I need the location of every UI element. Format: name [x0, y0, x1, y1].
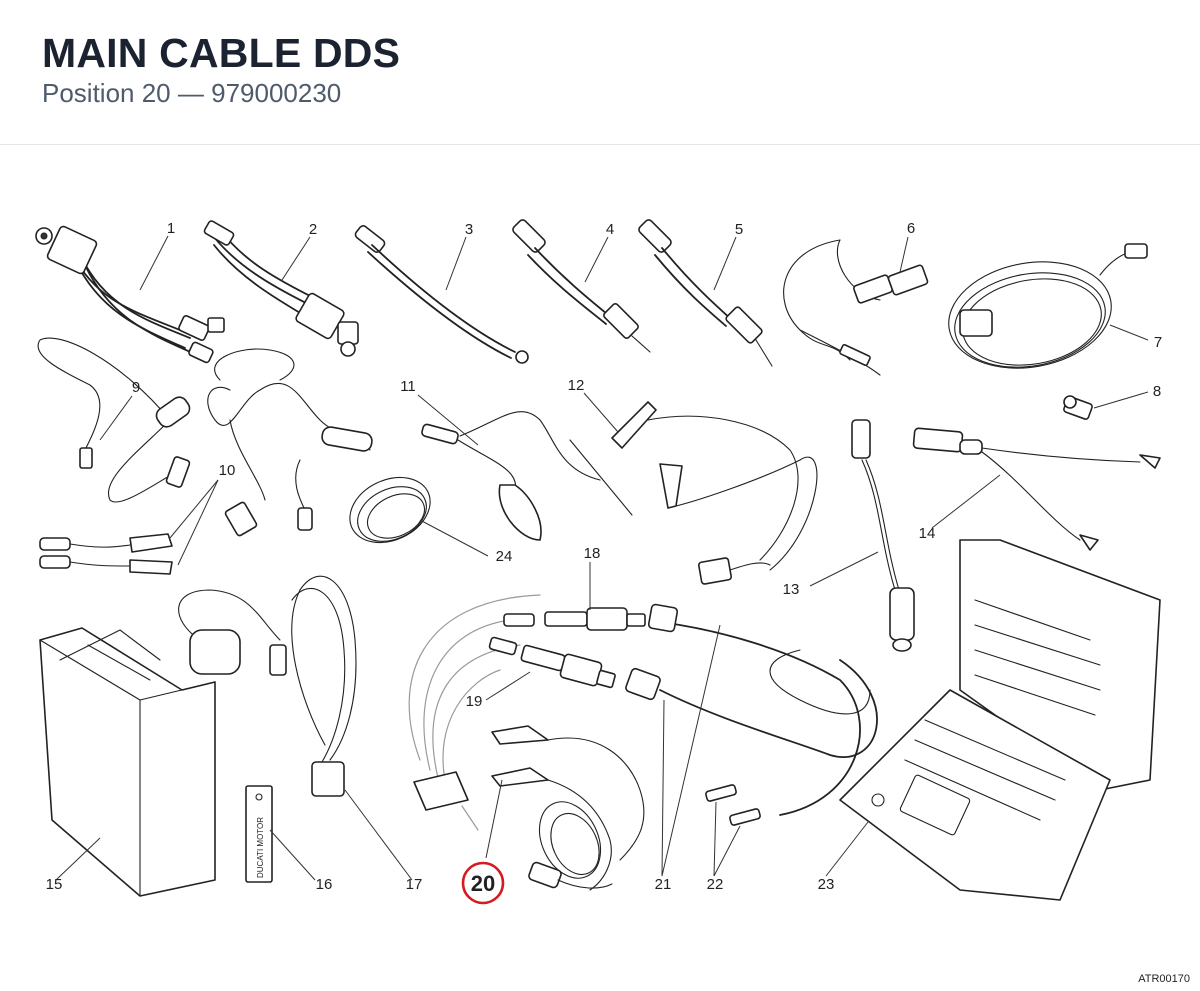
highlighted-callout-20[interactable]: 20 — [461, 861, 505, 905]
callout-6[interactable]: 6 — [907, 220, 915, 237]
callout-19[interactable]: 19 — [466, 693, 483, 710]
reference-code: ATR00170 — [1138, 973, 1190, 985]
callout-2[interactable]: 2 — [309, 221, 317, 238]
highlight-ring — [461, 861, 505, 905]
part-13-cable-illustration[interactable] — [851, 419, 915, 652]
callout-8[interactable]: 8 — [1153, 383, 1161, 400]
callout-18[interactable]: 18 — [584, 545, 601, 562]
page-header: MAIN CABLE DDS Position 20 — 979000230 — [0, 0, 1200, 145]
callout-1[interactable]: 1 — [167, 220, 175, 237]
part-2-cable-illustration[interactable] — [203, 220, 359, 357]
part-14-cable-illustration[interactable] — [912, 427, 1161, 551]
part-12-clip-cable-illustration[interactable] — [611, 401, 818, 585]
subtitle-separator: — — [170, 78, 212, 108]
callout-17[interactable]: 17 — [406, 876, 423, 893]
part-20-main-cable-illustration[interactable] — [491, 725, 645, 891]
callout-24[interactable]: 24 — [496, 548, 513, 565]
callout-5[interactable]: 5 — [735, 221, 743, 238]
part-15-case-illustration[interactable] — [39, 627, 216, 897]
part-6-cable-illustration[interactable] — [783, 239, 929, 376]
part-24-cable-illustration[interactable] — [207, 348, 441, 555]
part-number: 979000230 — [211, 78, 342, 108]
part-9-cable-illustration[interactable] — [37, 337, 193, 503]
ducati-tag-text: DUCATI MOTOR — [256, 817, 265, 878]
part-18-adapter-illustration[interactable] — [503, 607, 646, 631]
part-1-cable-illustration[interactable] — [35, 225, 225, 364]
callout-4[interactable]: 4 — [606, 221, 614, 238]
callout-14[interactable]: 14 — [919, 525, 936, 542]
page-title: MAIN CABLE DDS — [42, 30, 401, 76]
part-19-adapter-illustration[interactable] — [488, 636, 616, 689]
callout-13[interactable]: 13 — [783, 581, 800, 598]
callout-23[interactable]: 23 — [818, 876, 835, 893]
part-23-open-case-illustration[interactable] — [839, 539, 1161, 901]
callout-16[interactable]: 16 — [316, 876, 333, 893]
page-subtitle: Position 20 — 979000230 — [42, 78, 341, 109]
callout-11[interactable]: 11 — [400, 378, 416, 395]
part-11-probe-illustration[interactable] — [421, 411, 633, 541]
callout-3[interactable]: 3 — [465, 221, 473, 238]
part-10-cable-illustration[interactable] — [39, 533, 173, 575]
part-17-cable-illustration[interactable] — [178, 575, 357, 797]
callout-9[interactable]: 9 — [132, 379, 140, 396]
callout-10[interactable]: 10 — [219, 462, 236, 479]
part-5-adapter-illustration[interactable] — [637, 218, 773, 367]
position-label: Position 20 — [42, 78, 171, 108]
part-21-cable-illustration[interactable] — [625, 603, 878, 816]
callout-15[interactable]: 15 — [46, 876, 63, 893]
part-7-cable-illustration[interactable] — [940, 243, 1148, 380]
part-8-adapter-illustration[interactable] — [1063, 395, 1093, 420]
part-grey-cables-illustration[interactable] — [408, 594, 541, 831]
part-4-adapter-illustration[interactable] — [511, 218, 651, 353]
part-22-pin-illustration[interactable] — [705, 784, 761, 826]
callout-20[interactable]: 20 — [471, 871, 495, 896]
leader-lines — [55, 235, 1149, 881]
part-16-tag-illustration[interactable]: DUCATI MOTOR — [245, 785, 273, 883]
part-3-adapter-illustration[interactable] — [354, 224, 529, 364]
callout-labels: 1 2 3 4 5 6 7 8 9 10 11 12 13 14 15 16 1… — [46, 220, 1163, 893]
callout-12[interactable]: 12 — [568, 377, 585, 394]
callout-22[interactable]: 22 — [707, 876, 724, 893]
callout-21[interactable]: 21 — [655, 876, 672, 893]
callout-7[interactable]: 7 — [1154, 334, 1162, 351]
